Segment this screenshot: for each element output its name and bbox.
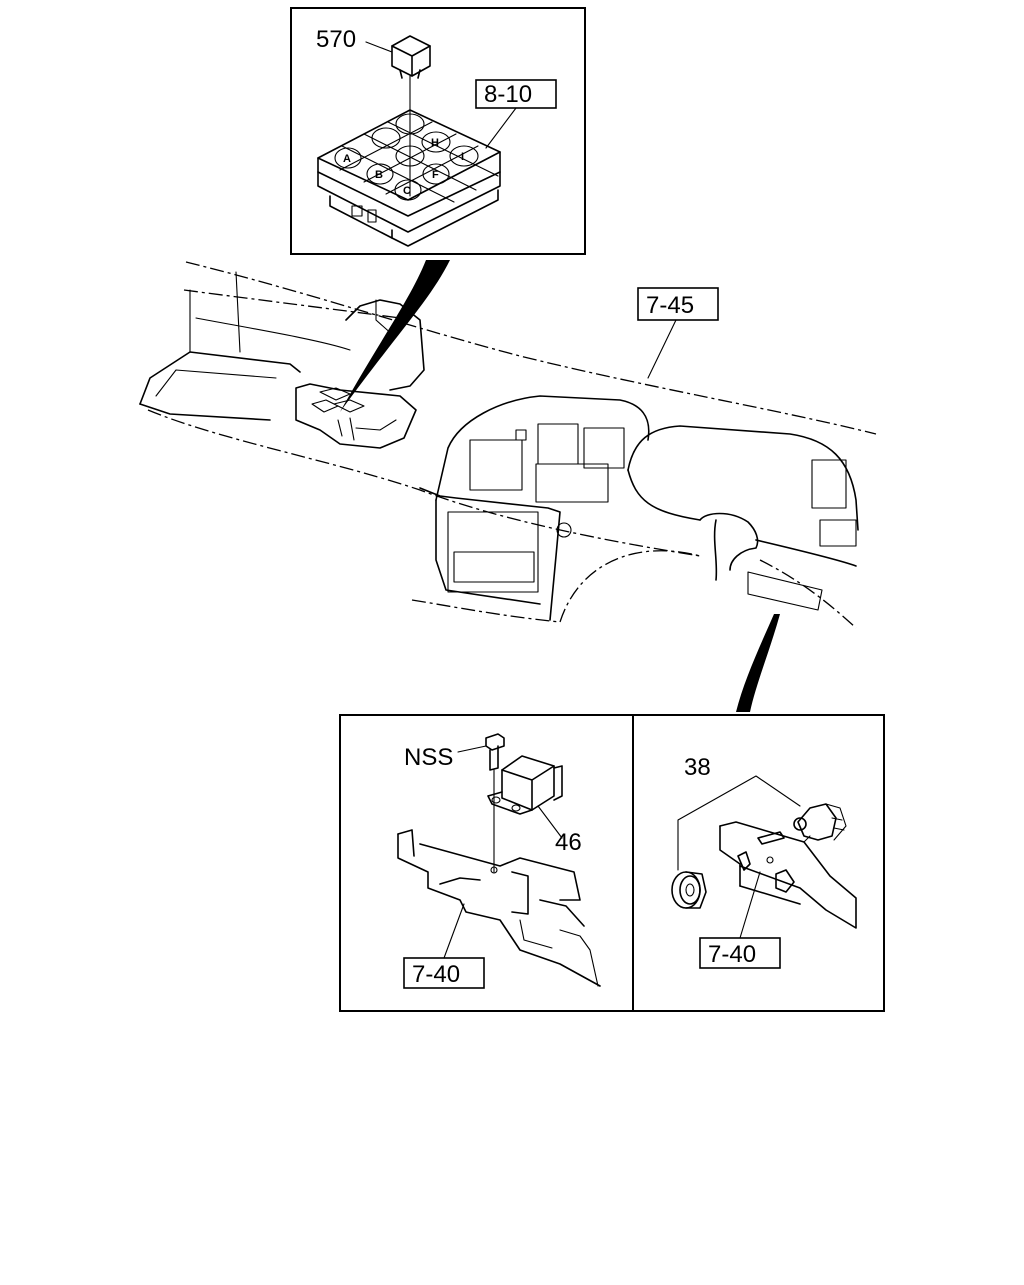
label-7-40-left: 7-40 — [412, 961, 460, 988]
leader-7-45 — [647, 319, 677, 379]
top-detail-box: 570 A B C F — [290, 7, 586, 255]
bottom-left-detail-box: NSS 46 7-40 — [339, 714, 635, 1012]
switch-38-drawing — [671, 803, 847, 909]
detail-pointer-top — [340, 260, 450, 412]
label-570: 570 — [316, 26, 356, 53]
label-box-8-10 — [475, 79, 557, 109]
fuse-block-drawing — [317, 109, 501, 247]
relay-46-drawing — [487, 755, 563, 815]
leader-7-40-left — [443, 903, 465, 959]
leader-8-10 — [485, 107, 517, 149]
dashboard-drawing — [139, 261, 877, 629]
leader-7-40-right — [739, 871, 761, 939]
leader-nss — [457, 745, 487, 753]
label-46: 46 — [555, 829, 582, 856]
bottom-right-detail-box: 38 7-40 — [632, 714, 885, 1012]
leader-46 — [537, 805, 563, 839]
label-7-45: 7-45 — [646, 292, 694, 319]
label-7-40-right: 7-40 — [708, 941, 756, 968]
leader-570 — [365, 41, 393, 53]
label-38: 38 — [684, 754, 711, 781]
top-detail-frame — [290, 7, 586, 255]
label-box-7-40-left — [403, 957, 485, 989]
label-8-10: 8-10 — [484, 81, 532, 108]
label-box-7-45 — [637, 287, 719, 321]
label-nss: NSS — [404, 744, 453, 771]
bracket-right-drawing — [719, 821, 857, 929]
fuse-cell-c: C — [403, 185, 411, 197]
relay-570-drawing — [391, 35, 431, 197]
fuse-cell-h: H — [431, 137, 439, 149]
leader-38 — [677, 775, 801, 871]
fuse-cell-b: B — [375, 169, 383, 181]
fuse-cell-f: F — [432, 169, 439, 181]
detail-pointer-bottom — [736, 614, 780, 712]
fuse-cell-a: A — [343, 153, 351, 165]
fuse-cell-i: I — [461, 151, 464, 163]
